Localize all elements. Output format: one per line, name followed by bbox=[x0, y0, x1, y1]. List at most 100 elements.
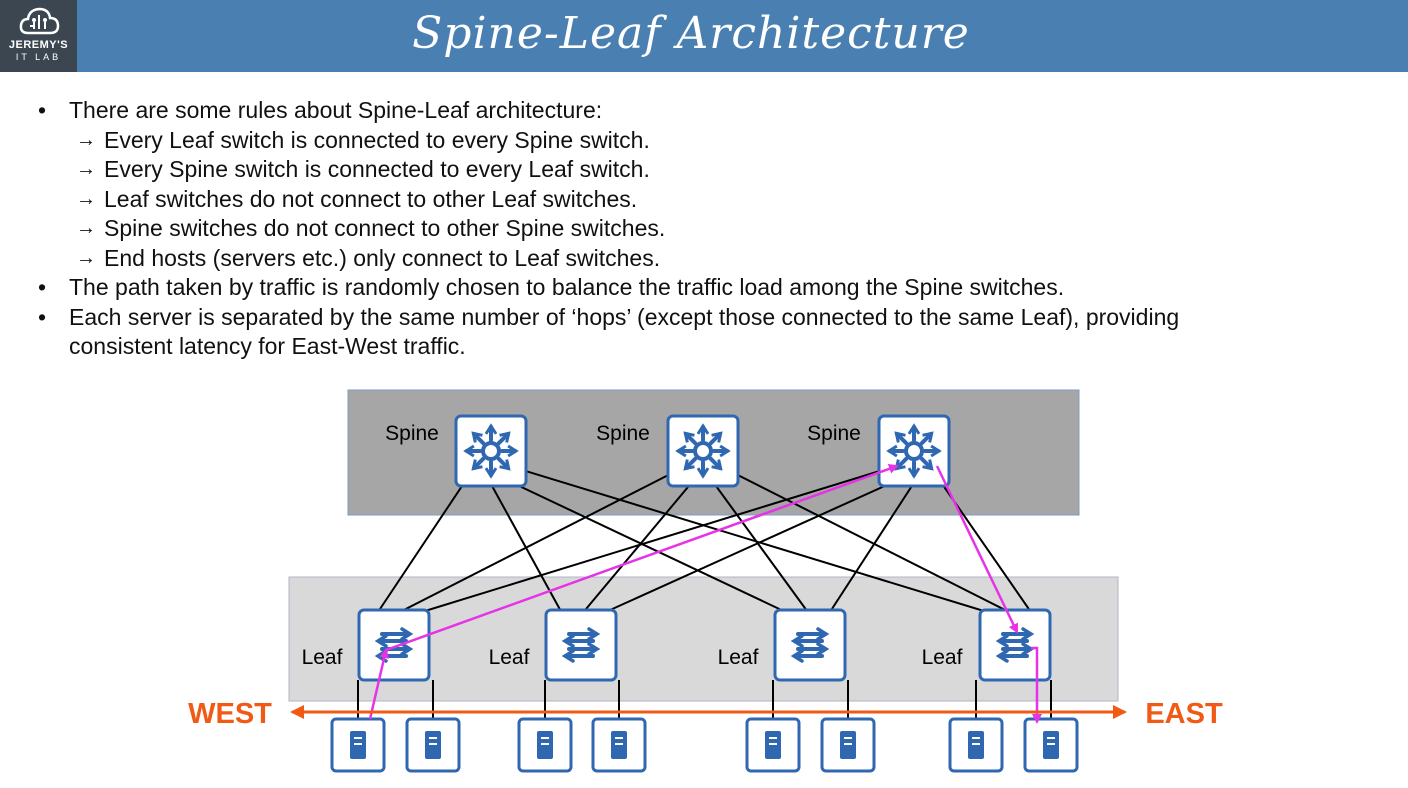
leaf-switch-icon bbox=[995, 649, 1009, 663]
sub-item: → Spine switches do not connect to other… bbox=[38, 214, 1388, 244]
east-label: EAST bbox=[1145, 698, 1223, 730]
spine-switch-icon bbox=[683, 459, 695, 471]
west-label: WEST bbox=[188, 698, 272, 730]
spine-switch-icon bbox=[484, 467, 498, 479]
sub-item-text: Every Spine switch is connected to every… bbox=[104, 156, 650, 182]
link-line bbox=[505, 464, 998, 616]
switch-frame bbox=[544, 608, 618, 682]
sub-item-text: End hosts (servers etc.) only connect to… bbox=[104, 244, 661, 271]
sub-item-text: Leaf switches do not connect to other Le… bbox=[104, 185, 638, 212]
spine-switch bbox=[454, 414, 528, 488]
sub-item-text: Spine switches do not connect to other S… bbox=[104, 215, 666, 241]
server bbox=[591, 717, 647, 773]
spine-switch-icon bbox=[895, 432, 909, 446]
highlight-path-arrow bbox=[385, 464, 899, 652]
server bbox=[517, 717, 573, 773]
spine-switch-icon bbox=[719, 444, 731, 458]
spine-switch-icon bbox=[693, 441, 713, 461]
server bbox=[330, 717, 386, 773]
spine-switch-icon bbox=[463, 444, 475, 458]
spine-switch-icon bbox=[472, 432, 486, 446]
link-line bbox=[827, 474, 920, 616]
sub-item-text: Every Leaf switch is connected to every … bbox=[104, 126, 650, 153]
link-line bbox=[598, 474, 910, 616]
spine-switch-icon bbox=[507, 444, 519, 458]
switch-frame bbox=[357, 608, 431, 682]
leaf-switch bbox=[773, 608, 847, 682]
bullet-continuation-text: consistent latency for East-West traffic… bbox=[69, 333, 466, 359]
header-bar: JEREMY'S IT LAB Spine-Leaf Architecture bbox=[0, 0, 1408, 72]
spine-switch-icon bbox=[683, 431, 695, 443]
leaf-label: Leaf bbox=[489, 646, 530, 669]
leaf-switch-icon bbox=[995, 634, 1009, 648]
server bbox=[405, 717, 461, 773]
cloud-circuit-icon bbox=[19, 7, 60, 35]
spine-switch-icon bbox=[471, 431, 483, 443]
spine-switch-icon bbox=[919, 456, 933, 470]
link-line bbox=[375, 464, 477, 616]
spine-switch-icon bbox=[907, 467, 921, 479]
leaf-switch-icon bbox=[561, 634, 575, 648]
right-arrow-icon: → bbox=[76, 158, 96, 180]
spine-switch-icon bbox=[711, 459, 723, 471]
spine-switch-icon bbox=[711, 431, 723, 443]
right-arrow-icon: → bbox=[76, 128, 96, 151]
leaf-label: Leaf bbox=[302, 646, 343, 669]
switch-frame bbox=[978, 608, 1052, 682]
right-arrow-icon: → bbox=[76, 187, 96, 210]
spine-switch-icon bbox=[472, 456, 486, 470]
spine-switch-icon bbox=[675, 444, 687, 458]
right-arrow-icon: → bbox=[76, 217, 96, 239]
spine-switch-icon bbox=[922, 459, 934, 471]
sub-item: → End hosts (servers etc.) only connect … bbox=[38, 244, 1388, 274]
spine-switch-icon bbox=[708, 456, 722, 470]
spine-switch bbox=[666, 414, 740, 488]
highlight-path-arrow bbox=[1031, 646, 1042, 724]
leaf-switch-icon bbox=[790, 634, 804, 648]
leaf-label: Leaf bbox=[922, 646, 963, 669]
sub-item: → Every Spine switch is connected to eve… bbox=[38, 155, 1388, 185]
spine-label: Spine bbox=[807, 422, 861, 445]
spine-switch-icon bbox=[481, 441, 501, 461]
leaf-switch-icon bbox=[561, 649, 575, 663]
spine-switch-icon bbox=[894, 431, 906, 443]
leaf-switch-icon bbox=[587, 642, 601, 656]
leaf-switch-icon bbox=[816, 627, 830, 641]
leaf-switch-icon bbox=[400, 627, 414, 641]
link-line bbox=[495, 474, 793, 616]
spine-switch-icon bbox=[496, 456, 510, 470]
leaf-label: Leaf bbox=[718, 646, 759, 669]
spine-label: Spine bbox=[596, 422, 650, 445]
bullet-item: • Each server is separated by the same n… bbox=[38, 303, 1388, 333]
spine-switch-icon bbox=[907, 423, 921, 435]
logo-line1: JEREMY'S bbox=[8, 39, 69, 51]
spine-switch-icon bbox=[696, 423, 710, 435]
leaf-switch-icon bbox=[1021, 627, 1035, 641]
leaf-switch bbox=[357, 608, 431, 682]
highlight-path-arrow bbox=[368, 648, 390, 720]
spine-switch-icon bbox=[496, 432, 510, 446]
server bbox=[820, 717, 876, 773]
spine-label: Spine bbox=[385, 422, 439, 445]
link-line bbox=[393, 464, 689, 616]
spine-switch-icon bbox=[904, 441, 924, 461]
right-arrow-icon: → bbox=[76, 246, 96, 269]
spine-switch-icon bbox=[499, 431, 511, 443]
leaf-switch-icon bbox=[790, 649, 804, 663]
spine-switch-icon bbox=[684, 432, 698, 446]
sub-item: → Every Leaf switch is connected to ever… bbox=[38, 126, 1388, 156]
bullet-continuation: consistent latency for East-West traffic… bbox=[38, 332, 1388, 362]
bullet-text: The path taken by traffic is randomly ch… bbox=[69, 274, 1065, 300]
bullet-list: • There are some rules about Spine-Leaf … bbox=[38, 96, 1388, 362]
spine-switch-icon bbox=[684, 456, 698, 470]
leaf-switch-icon bbox=[374, 634, 388, 648]
highlight-path-arrow bbox=[935, 465, 1019, 634]
leaf-switch bbox=[544, 608, 618, 682]
spine-switch-icon bbox=[922, 431, 934, 443]
server bbox=[948, 717, 1004, 773]
server bbox=[1023, 717, 1079, 773]
spine-switch-icon bbox=[499, 459, 511, 471]
spine-switch-icon bbox=[484, 423, 498, 435]
sub-item: → Leaf switches do not connect to other … bbox=[38, 185, 1388, 215]
